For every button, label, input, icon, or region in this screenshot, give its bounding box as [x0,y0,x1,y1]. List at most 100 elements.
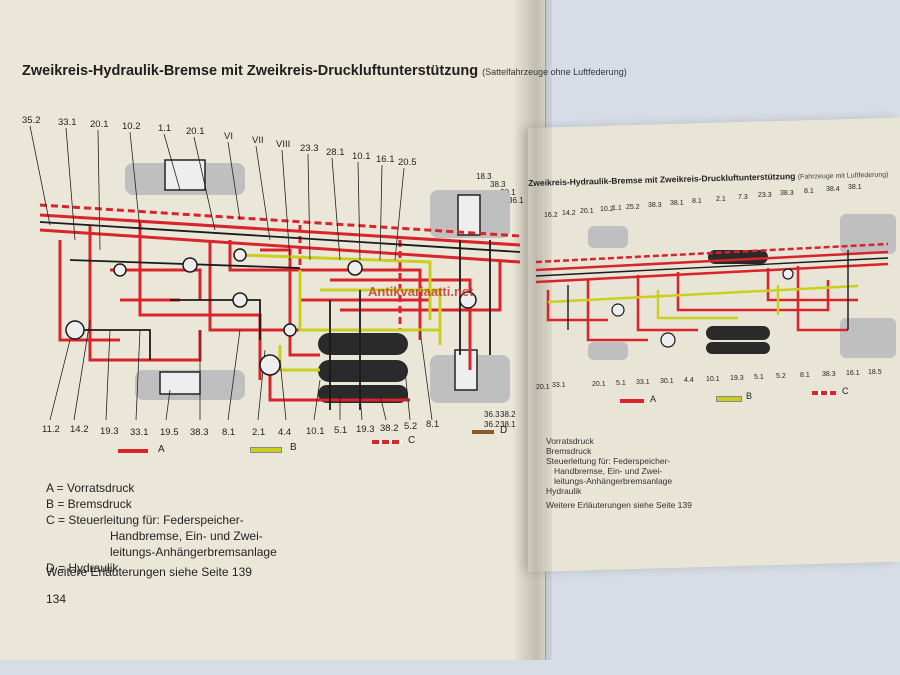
right-top-num: 10.2 [600,206,614,213]
legend-c-line3: leitungs-Anhängerbremsanlage [110,545,277,559]
left-bottom-num: 38.2 [380,423,399,434]
air-tank [318,333,408,355]
right-more-info: Weitere Erläuterungen siehe Seite 139 [546,500,692,510]
left-more-info: Weitere Erläuterungen siehe Seite 139 [46,565,252,579]
watermark: Antikvariaatti.net [368,284,474,299]
right-bottom-num: 30.1 [660,378,674,385]
right-bottom-num: 5.2 [776,373,786,380]
left-bottom-num: 11.2 [42,424,60,435]
right-legend-c-line2: Handbremse, Ein- und Zwei- [554,466,663,476]
right-bottom-num: 38.3 [822,371,836,378]
left-bottom-num: 19.5 [160,427,179,438]
right-top-num: 38.1 [670,200,684,207]
right-key-bar-supply [620,399,644,403]
brake-pressure-lines [547,284,859,320]
right-legend-b: Bremsdruck [546,446,592,456]
right-bottom-num: 16.1 [846,370,860,377]
left-top-num: 10.1 [352,151,371,162]
right-key-bar-brake [716,396,742,402]
right-bottom-num: 5.1 [754,374,764,381]
legend-a: A = Vorratsdruck [46,481,135,495]
left-top-num: 10.2 [122,121,141,132]
left-top-num: 1.1 [158,123,172,134]
book-gutter-shadow [512,0,552,660]
left-top-num: VII [252,135,264,146]
supply-lines [39,213,521,402]
right-key-label-a: A [650,394,657,404]
right-key-label-c: C [842,386,849,396]
air-tank [706,342,770,354]
key-label-c: C [408,435,416,446]
left-bottom-num: 4.4 [278,427,292,438]
right-bottom-num: 5.1 [616,380,626,387]
right-top-num: 25.2 [626,204,640,211]
front-axle-wheels-lower [588,342,628,360]
component-box [457,194,481,236]
left-bottom-num: 2.1 [252,427,266,438]
right-top-num: 38.3 [648,202,662,209]
key-label-d: D [500,425,508,436]
left-bottom-num: 8.1 [222,427,236,438]
right-top-num: 2.1 [716,196,726,203]
key-bar-supply [118,449,148,453]
right-bottom-num: 18.5 [868,369,882,376]
right-legend: Vorratsdruck Bremsdruck Steuerleitung fü… [546,436,672,496]
left-bottom-num: 33.1 [130,427,149,438]
left-top-num: 20.1 [186,126,205,137]
right-legend-a: Vorratsdruck [546,436,594,446]
left-top-num: VI [224,131,233,142]
left-page-title: Zweikreis-Hydraulik-Bremse mit Zweikreis… [22,63,627,79]
right-key-bar-control [812,391,836,395]
air-tank [706,326,770,340]
left-top-num: 23.3 [300,143,319,154]
right-top-num: 8.1 [692,198,702,205]
left-top-num: 20.5 [398,157,417,168]
key-bar-hydraulic [472,430,494,434]
right-bottom-num: 20.1 [536,384,550,391]
right-top-num: 23.3 [758,192,772,199]
left-top-num: 35.2 [22,115,41,126]
right-bottom-num: 8.1 [800,372,810,379]
legend-c-line1: C = Steuerleitung für: Federspeicher- [46,513,244,527]
page-number: 134 [46,592,67,606]
left-right-num: 38.3 [490,180,506,189]
legend-c-line2: Handbremse, Ein- und Zwei- [110,529,263,543]
key-label-b: B [290,442,297,453]
right-legend-c-line3: leitungs-Anhängerbremsanlage [554,476,673,486]
right-top-num: 38.3 [780,190,794,197]
left-bottom-right-num: 38.1 [500,420,516,429]
right-bottom-num: 4.4 [684,377,694,384]
left-bottom-num: 19.3 [100,426,119,437]
left-bottom-num: 38.3 [190,427,209,438]
component-box [454,349,478,391]
rear-axle-wheels-lower [840,318,896,358]
left-top-num: 28.1 [326,147,345,158]
right-bottom-num: 10.1 [706,376,720,383]
right-legend-c-line1: Steuerleitung für: Federspeicher- [546,456,671,466]
right-brake-schematic [535,214,896,360]
left-title-suffix: (Sattelfahrzeuge ohne Luftfederung) [482,67,627,77]
component-box [159,371,201,395]
component-box [164,159,206,191]
hydraulic-lines [535,250,889,330]
left-right-num: 18.3 [476,172,492,181]
left-bottom-num: 10.1 [306,426,325,437]
left-bottom-num: 5.1 [334,425,348,436]
left-top-num: 20.1 [90,119,109,130]
right-top-num: 38.1 [848,184,862,191]
right-top-num: 7.3 [738,194,748,201]
right-top-num: 14.2 [562,210,576,217]
right-top-num: 38.4 [826,186,840,193]
left-bottom-num: 14.2 [70,424,89,435]
left-bottom-right-num: 36.3 [484,410,500,419]
key-bar-control [372,440,402,444]
left-bottom-num: 19.3 [356,424,375,435]
left-bottom-num: 8.1 [426,419,440,430]
key-label-a: A [158,444,165,455]
left-brake-schematic [29,125,521,421]
valves [611,268,794,348]
left-bottom-right-num: 36.2 [484,420,500,429]
left-legend: A = Vorratsdruck B = Bremsdruck C = Steu… [46,480,277,576]
rear-axle-wheels [840,214,896,254]
left-bottom-right-num: 38.2 [500,410,516,419]
